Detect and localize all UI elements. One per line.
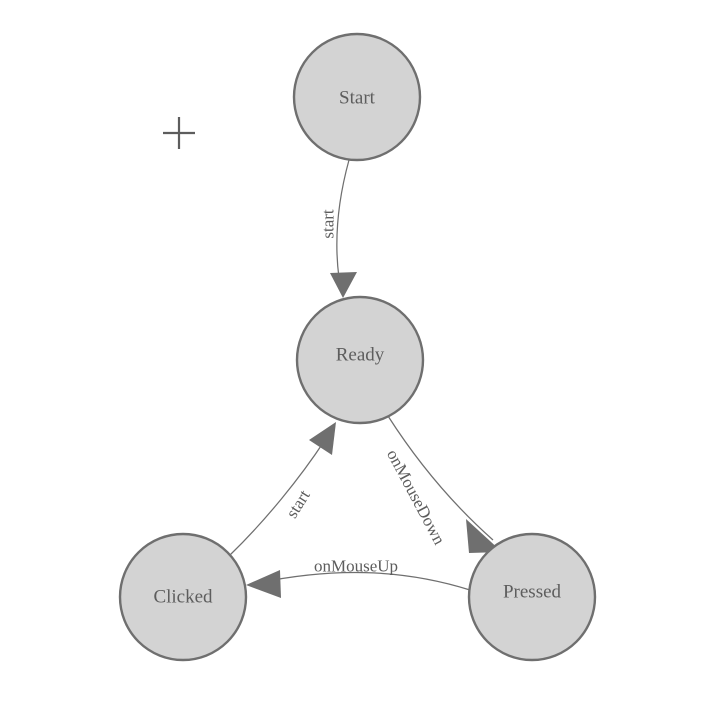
arrowhead-into-clicked	[246, 570, 281, 598]
edge-label-pressed-to-clicked: onMouseUp	[314, 557, 398, 576]
edge-path-ready-to-pressed	[387, 415, 494, 541]
node-start[interactable]: Start	[292, 32, 422, 162]
edge-label-ready-to-pressed: onMouseDown	[383, 446, 449, 548]
node-start-label: Start	[339, 88, 376, 109]
edge-label-start-to-ready: start	[319, 209, 338, 239]
node-ready-circle[interactable]	[295, 295, 425, 425]
arrowhead-into-ready-top	[330, 272, 357, 298]
plus-crosshair-icon[interactable]	[163, 117, 195, 149]
node-start-circle[interactable]	[292, 32, 422, 162]
node-clicked-circle[interactable]	[118, 532, 248, 662]
node-ready[interactable]: Ready	[295, 295, 425, 425]
node-pressed-circle[interactable]	[467, 532, 597, 662]
edge-clicked-to-ready[interactable]: start	[229, 422, 336, 556]
edge-path-clicked-to-ready	[229, 439, 326, 556]
node-ready-label: Ready	[336, 345, 385, 366]
node-clicked-label: Clicked	[153, 587, 213, 608]
node-pressed-label: Pressed	[503, 582, 562, 603]
arrowhead-into-pressed	[466, 519, 502, 553]
arrowhead-into-ready-bottom	[309, 422, 336, 455]
edge-ready-to-pressed[interactable]: onMouseDown	[383, 415, 502, 553]
node-pressed[interactable]: Pressed	[467, 532, 597, 662]
edge-start-to-ready[interactable]: start	[319, 159, 358, 298]
node-clicked[interactable]: Clicked	[118, 532, 248, 662]
edge-pressed-to-clicked[interactable]: onMouseUp	[246, 557, 471, 599]
edge-path-start-to-ready	[336, 159, 350, 279]
edge-path-pressed-to-clicked	[257, 571, 471, 591]
